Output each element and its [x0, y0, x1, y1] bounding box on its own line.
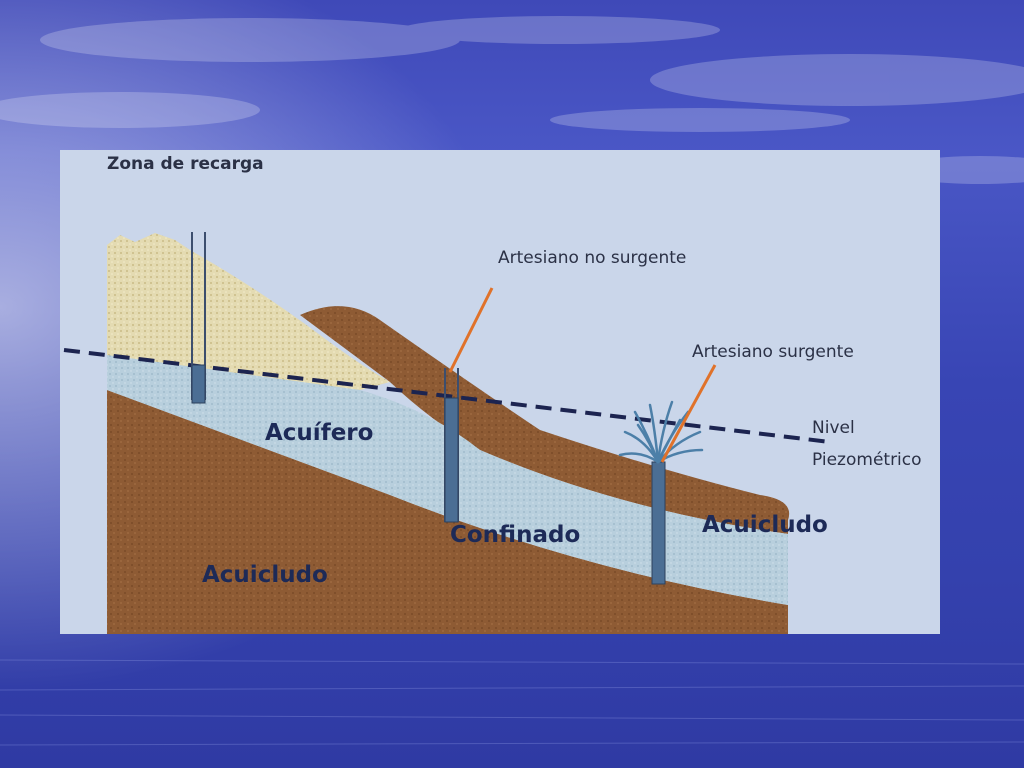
non-flowing-artesian-label: Artesiano no surgente [498, 248, 687, 268]
piezometric-level-label-line2: Piezométrico [812, 450, 922, 470]
diagram-illustration [63, 232, 831, 634]
water-spray-icon [618, 400, 704, 464]
aquifer-label: Acuífero [265, 420, 374, 446]
confined-label: Confinado [450, 522, 581, 548]
non-flowing-artesian-well [444, 368, 459, 523]
aquiclude-right-label: Acuicludo [702, 512, 828, 538]
recharge-zone-title: Zona de recarga [107, 154, 264, 174]
aquifer-diagram: Zona de recarga Artesiano no surgente Ar… [60, 150, 940, 634]
water-ripples [0, 659, 1024, 746]
aquiclude-upper-layer [300, 306, 790, 534]
aquiclude-bottom-label: Acuicludo [202, 562, 328, 588]
recharge-well [191, 232, 206, 404]
pointer-flowing [660, 364, 717, 463]
aquiclude-bottom-layer [107, 390, 788, 634]
piezometric-level-label: Nivel [812, 418, 855, 438]
recharge-sand-layer [107, 233, 390, 390]
flowing-artesian-label: Artesiano surgente [692, 342, 854, 362]
pointer-non-flowing [448, 287, 494, 373]
flowing-artesian-well [618, 400, 704, 585]
